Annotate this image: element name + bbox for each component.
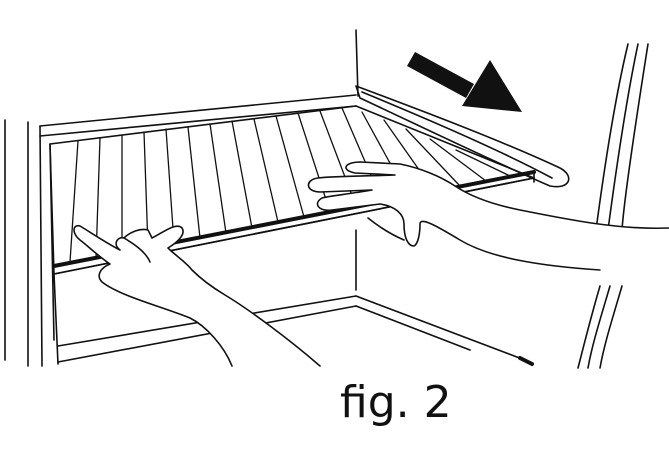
arrow-icon — [407, 52, 522, 112]
cabinet-ceiling — [39, 29, 359, 137]
left-cabinet-wall — [4, 119, 55, 367]
figure-caption: fig. 2 — [340, 377, 452, 428]
left-hand — [73, 224, 321, 367]
shelf-guide-rail — [355, 85, 570, 188]
door-frame — [577, 43, 649, 369]
right-hand — [307, 161, 669, 271]
